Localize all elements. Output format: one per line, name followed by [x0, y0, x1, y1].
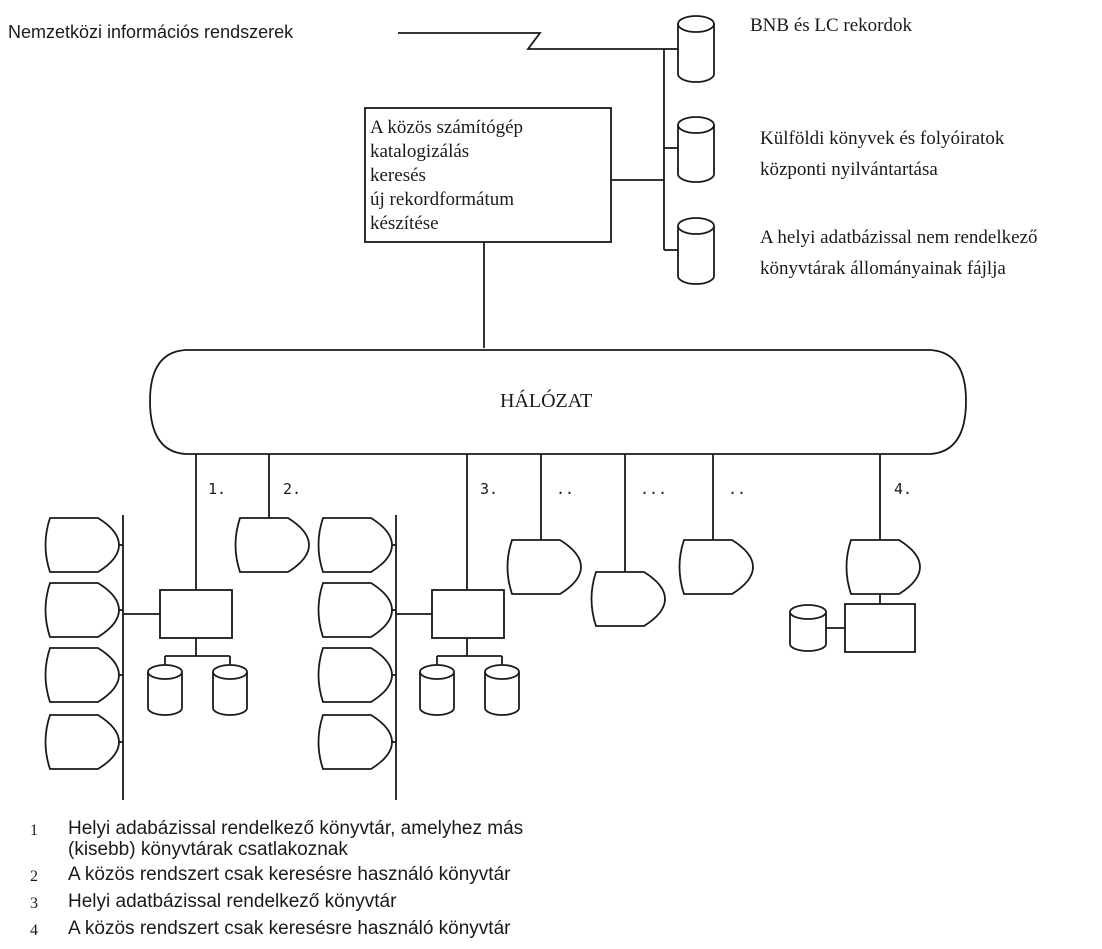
branch-2-label: 2. [283, 480, 302, 498]
db-foreign-books-label-1: Külföldi könyvek és folyóiratok [760, 128, 1005, 149]
legend-num-1: 1 [30, 822, 38, 839]
legend-num-3: 3 [30, 895, 38, 912]
legend-text-1-line-2: (kisebb) könyvtárak csatlakoznak [68, 839, 348, 860]
branch-3 [317, 454, 520, 800]
library-1-computer [159, 589, 233, 639]
branch-1 [44, 454, 248, 800]
library-4-computer [844, 603, 916, 653]
legend-text-1: Helyi adabázissal rendelkező könyvtár, a… [68, 818, 730, 860]
branch-4 [789, 454, 921, 653]
terminal-1a [44, 517, 120, 573]
database-cylinder-bnb-lc [677, 15, 715, 83]
terminal-1c [44, 647, 120, 703]
central-box-line-3: keresés [370, 165, 426, 186]
legend: 1 Helyi adabázissal rendelkező könyvtár,… [30, 818, 730, 945]
library-3-db-a [419, 664, 455, 716]
terminal-3d [317, 714, 393, 770]
network-bus [149, 349, 967, 455]
library-3-computer [431, 589, 505, 639]
terminal-3c [317, 647, 393, 703]
db-bnb-lc-label: BNB és LC rekordok [750, 15, 913, 36]
central-box-line-4: új rekordformátum [370, 189, 515, 210]
branch-3-label: 3. [480, 480, 499, 498]
branch-2 [234, 454, 310, 573]
terminal-dots-c [678, 539, 754, 595]
branch-dots-c-label: .. [728, 480, 747, 498]
diagram-canvas [44, 15, 967, 800]
branch-1-label: 1. [208, 480, 227, 498]
db-holdings-label-1: A helyi adatbázissal nem rendelkező [760, 227, 1038, 248]
legend-row-2: 2 A közös rendszert csak keresésre haszn… [30, 864, 730, 887]
branch-dots-c [678, 454, 754, 595]
legend-num-4: 4 [30, 922, 38, 939]
legend-row-3: 3 Helyi adatbázissal rendelkező könyvtár [30, 891, 730, 914]
central-box-line-5: készítése [370, 213, 439, 234]
branch-4-label: 4. [894, 480, 913, 498]
legend-text-1-line-1: Helyi adabázissal rendelkező könyvtár, a… [68, 818, 524, 839]
legend-row-4: 4 A közös rendszert csak keresésre haszn… [30, 918, 730, 941]
db-holdings-label-2: könyvtárak állományainak fájlja [760, 258, 1006, 279]
central-computer-box [364, 107, 612, 243]
terminal-dots-b [590, 571, 666, 627]
terminal-dots-a [506, 539, 582, 595]
database-cylinder-holdings-file [677, 217, 715, 285]
legend-text-2: A közös rendszert csak keresésre használ… [68, 864, 511, 885]
library-3-db-b [484, 664, 520, 716]
legend-text-3: Helyi adatbázissal rendelkező könyvtár [68, 891, 397, 912]
branch-dots-b-label: ... [640, 480, 668, 498]
central-box-text: A közös számítógép katalogizálás keresés… [370, 116, 523, 236]
international-systems-label: Nemzetközi információs rendszerek [8, 22, 294, 42]
terminal-1b [44, 582, 120, 638]
central-box-line-1: A közös számítógép [370, 117, 524, 138]
international-link [398, 32, 664, 50]
db-foreign-books-label-2: központi nyilvántartása [760, 159, 938, 180]
legend-row-1: 1 Helyi adabázissal rendelkező könyvtár,… [30, 818, 730, 860]
branch-dots-a-label: .. [556, 480, 575, 498]
branch-dots-a [506, 454, 582, 595]
branch-dots-b [590, 454, 666, 627]
library-1-db-a [147, 664, 183, 716]
legend-text-4: A közös rendszert csak keresésre használ… [68, 918, 511, 939]
central-box-line-2: katalogizálás [370, 141, 470, 162]
legend-num-2: 2 [30, 868, 38, 885]
library-1-db-b [212, 664, 248, 716]
terminal-1d [44, 714, 120, 770]
network-label: HÁLÓZAT [500, 390, 593, 412]
terminal-3a [317, 517, 393, 573]
database-cylinder-foreign-books [677, 116, 715, 183]
terminal-3b [317, 582, 393, 638]
terminal-4 [845, 539, 921, 595]
terminal-2 [234, 517, 310, 573]
library-4-db [789, 604, 827, 652]
